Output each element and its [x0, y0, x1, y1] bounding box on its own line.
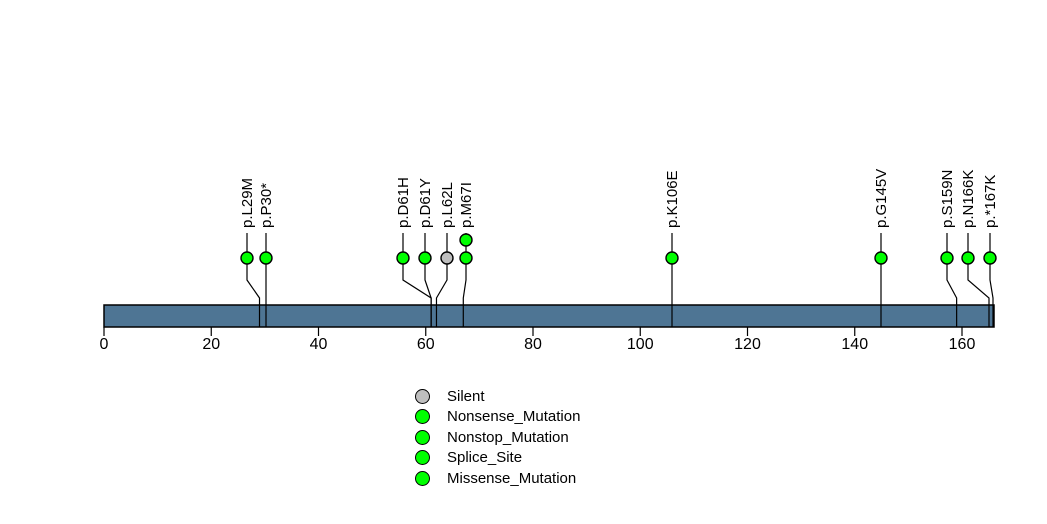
mutation-circle	[459, 251, 473, 265]
legend-item: Nonstop_Mutation	[415, 427, 580, 448]
axis-tick-label: 100	[627, 336, 654, 353]
mutation-circle	[440, 251, 454, 265]
mutation-circle	[961, 251, 975, 265]
axis-tick-label: 120	[734, 336, 761, 353]
axis-tick-label: 140	[841, 336, 868, 353]
mutation-label: p.D61Y	[417, 178, 434, 228]
legend-item: Nonsense_Mutation	[415, 407, 580, 428]
legend-item-label: Missense_Mutation	[447, 469, 577, 487]
mutation-circle	[940, 251, 954, 265]
mutation-label: p.L29M	[239, 178, 256, 228]
mutation-circle	[665, 251, 679, 265]
mutation-label: p.N166K	[960, 170, 977, 228]
axis-tick-label: 0	[100, 336, 109, 353]
axis-tick-label: 160	[949, 336, 976, 353]
mutation-label: p.S159N	[939, 170, 956, 228]
mutation-label: p.G145V	[873, 169, 890, 228]
legend-swatch-circle	[415, 388, 430, 404]
protein-backbone-bar	[103, 304, 995, 328]
mutation-circle	[459, 233, 473, 247]
legend-item-label: Nonsense_Mutation	[447, 408, 581, 426]
axis-tick-label: 80	[524, 336, 542, 353]
mutation-circle	[396, 251, 410, 265]
legend-item-label: Nonstop_Mutation	[447, 428, 569, 446]
legend-swatch-circle	[415, 429, 430, 445]
legend-swatch-circle	[415, 450, 430, 466]
legend-item: Splice_Site	[415, 448, 580, 469]
legend-item-label: Silent	[447, 387, 485, 405]
legend-item-label: Splice_Site	[447, 449, 523, 467]
mutation-circle	[983, 251, 997, 265]
mutation-label: p.P30*	[258, 183, 275, 228]
axis-tick-label: 20	[202, 336, 220, 353]
mutation-circle	[240, 251, 254, 265]
mutation-type-legend: Silent Nonsense_Mutation Nonstop_Mutatio…	[415, 386, 580, 489]
mutation-label: p.L62L	[439, 182, 456, 228]
legend-swatch-circle	[415, 409, 430, 425]
mutation-label: p.*167K	[982, 175, 999, 228]
axis-tick-label: 40	[310, 336, 328, 353]
mutation-circle	[418, 251, 432, 265]
mutation-label: p.D61H	[395, 177, 412, 228]
axis-tick-label: 60	[417, 336, 435, 353]
mutation-label: p.M67I	[458, 182, 475, 228]
mutation-label: p.K106E	[664, 170, 681, 228]
legend-item: Missense_Mutation	[415, 468, 580, 489]
legend-item: Silent	[415, 386, 580, 407]
mutation-circle	[874, 251, 888, 265]
legend-swatch-circle	[415, 470, 430, 486]
mutation-circle	[259, 251, 273, 265]
